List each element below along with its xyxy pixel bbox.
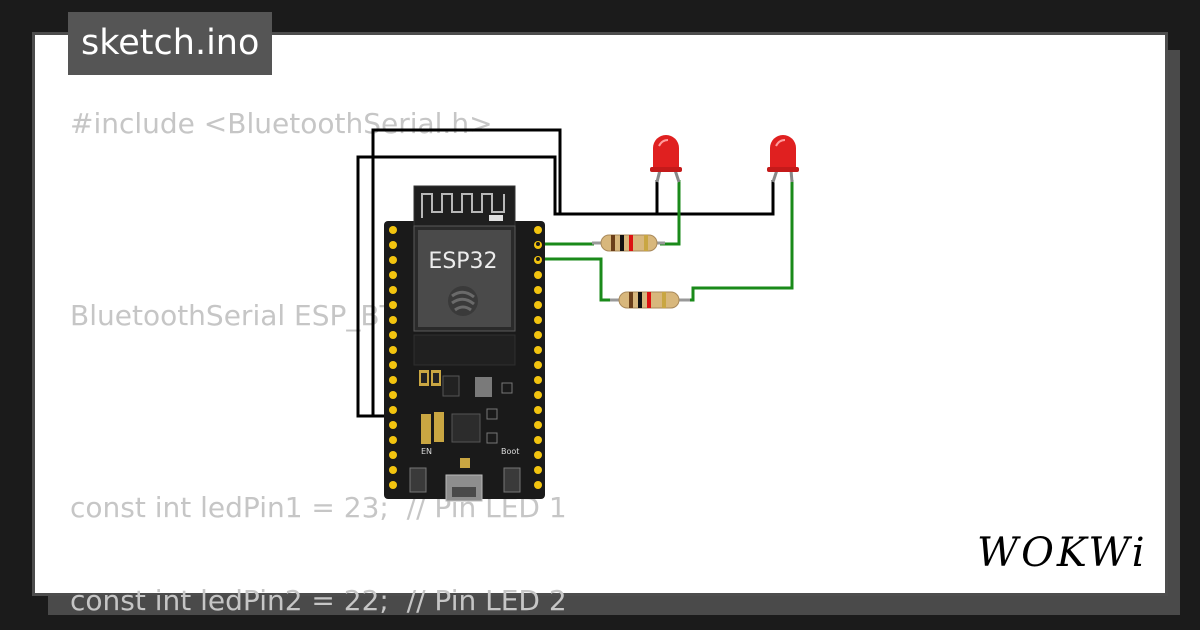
- right-pin-header: [534, 226, 542, 489]
- boot-button[interactable]: [503, 467, 521, 493]
- led-icon: [650, 135, 682, 183]
- code-line-2: BluetoothSerial ESP_BT;: [70, 299, 407, 332]
- esp32-chip-icon: [448, 286, 478, 316]
- code-line-1: #include <BluetoothSerial.h>: [70, 107, 493, 140]
- preview-card: #include <BluetoothSerial.h> BluetoothSe…: [32, 32, 1168, 617]
- boot-label: Boot: [501, 447, 519, 456]
- gnd-wire-led2: [356, 155, 775, 418]
- usb-port-icon: [445, 458, 483, 502]
- en-button[interactable]: [409, 467, 427, 493]
- signal-wire-22b: [688, 180, 794, 302]
- en-label: EN: [421, 447, 432, 456]
- resistor-icon: [610, 291, 690, 309]
- left-pin-header: [389, 226, 397, 489]
- led-icon: [767, 135, 799, 183]
- signal-wire-22a: [538, 257, 612, 302]
- wokwi-logo-text: WOKWi: [977, 530, 1148, 576]
- board-label: ESP32: [428, 249, 497, 274]
- pin-holes: [391, 242, 540, 418]
- wokwi-logo-icon: WOKWi: [977, 530, 1148, 576]
- esp32-board: ESP32 EN Boot: [384, 185, 545, 502]
- signal-wire-23b: [660, 180, 681, 246]
- sketch-title: sketch.ino: [68, 12, 273, 75]
- resistor-icon: [592, 234, 665, 252]
- black-wires: [356, 128, 775, 418]
- code-line-4: const int ledPin2 = 22; // Pin LED 2: [70, 584, 567, 617]
- green-wires: [538, 180, 794, 302]
